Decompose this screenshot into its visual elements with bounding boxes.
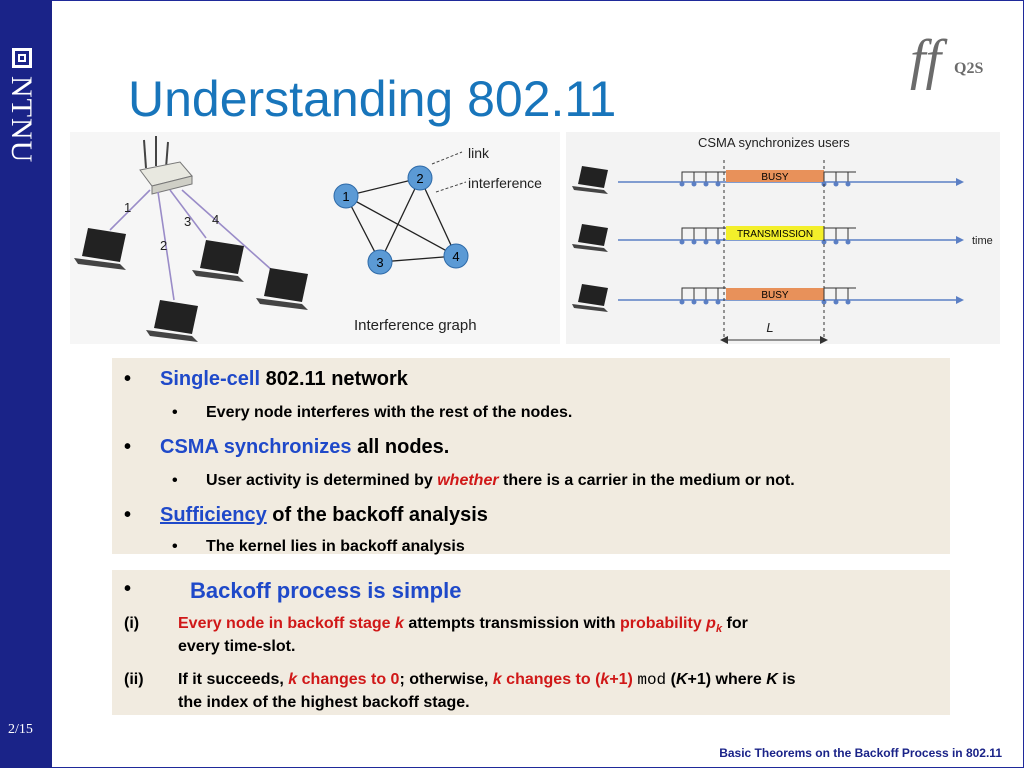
sidebar: NTNU 2/15 bbox=[0, 0, 52, 768]
svg-text:3: 3 bbox=[376, 255, 383, 270]
rule-i: (i) Every node in backoff stage k attemp… bbox=[124, 615, 748, 636]
svg-text:BUSY: BUSY bbox=[761, 290, 789, 301]
graph-node: 3 bbox=[367, 249, 393, 275]
q2s-logo-icon: ff bbox=[910, 29, 942, 91]
sub-bullet-item: • Every node interferes with the rest of… bbox=[172, 404, 573, 421]
ntnu-logo-icon bbox=[12, 48, 32, 68]
edge-label: 1 bbox=[124, 200, 131, 215]
backoff-heading: • Backoff process is simple bbox=[124, 578, 462, 603]
timeline-row: TRANSMISSION bbox=[572, 224, 964, 252]
sub-bullet-item: • The kernel lies in backoff analysis bbox=[172, 538, 465, 555]
bullet-box: • Single-cell 802.11 network • Every nod… bbox=[112, 358, 950, 555]
bullet-item: • Sufficiency of the backoff analysis bbox=[124, 504, 488, 526]
interference-figure: 1 2 3 4 1 2 bbox=[70, 132, 560, 344]
svg-text:TRANSMISSION: TRANSMISSION bbox=[737, 229, 813, 240]
laptop-icon bbox=[572, 284, 608, 312]
footer-title: Basic Theorems on the Backoff Process in… bbox=[719, 746, 1002, 760]
rule-ii: (ii) If it succeeds, k changes to 0; oth… bbox=[124, 671, 796, 689]
edge-label: 4 bbox=[212, 212, 219, 227]
laptop-icon bbox=[572, 166, 608, 194]
csma-figure: CSMA synchronizes users BUSY TRANSMISSIO… bbox=[566, 132, 1000, 344]
figure-caption: Interference graph bbox=[354, 317, 477, 334]
graph-node: 1 bbox=[333, 183, 359, 209]
edge-label: 3 bbox=[184, 214, 191, 229]
svg-text:BUSY: BUSY bbox=[761, 172, 789, 183]
laptop-icon bbox=[146, 300, 198, 342]
timeline-row: BUSY bbox=[572, 284, 964, 312]
laptop-icon bbox=[572, 224, 608, 252]
page-number: 2/15 bbox=[8, 722, 33, 737]
laptop-icon bbox=[192, 240, 244, 282]
graph-node: 4 bbox=[443, 243, 469, 269]
timeline-row: BUSY bbox=[572, 166, 964, 194]
svg-text:4: 4 bbox=[452, 249, 459, 264]
svg-text:2: 2 bbox=[416, 171, 423, 186]
length-label: L bbox=[766, 320, 773, 335]
bullet-item: • Single-cell 802.11 network bbox=[124, 368, 408, 390]
rule-ii-continued: the index of the highest backoff stage. bbox=[178, 694, 470, 711]
q2s-logo: ff Q2S bbox=[910, 29, 984, 91]
access-point-icon bbox=[139, 136, 193, 195]
sub-bullet-item: • User activity is determined by whether… bbox=[172, 472, 795, 489]
figure-title: CSMA synchronizes users bbox=[698, 135, 850, 150]
edge-label: 2 bbox=[160, 238, 167, 253]
legend-interference: interference bbox=[468, 175, 542, 191]
legend-link: link bbox=[468, 145, 490, 161]
svg-text:1: 1 bbox=[342, 189, 349, 204]
laptop-icon bbox=[256, 268, 308, 310]
bullet-item: • CSMA synchronizes all nodes. bbox=[124, 436, 450, 458]
graph-node: 2 bbox=[407, 165, 433, 191]
laptop-icon bbox=[74, 228, 126, 270]
rule-i-continued: every time-slot. bbox=[178, 638, 296, 655]
backoff-box: • Backoff process is simple (i) Every no… bbox=[112, 570, 950, 715]
time-label: time bbox=[972, 235, 993, 247]
slide-title: Understanding 802.11 bbox=[128, 71, 617, 127]
brand: NTNU bbox=[5, 76, 38, 164]
